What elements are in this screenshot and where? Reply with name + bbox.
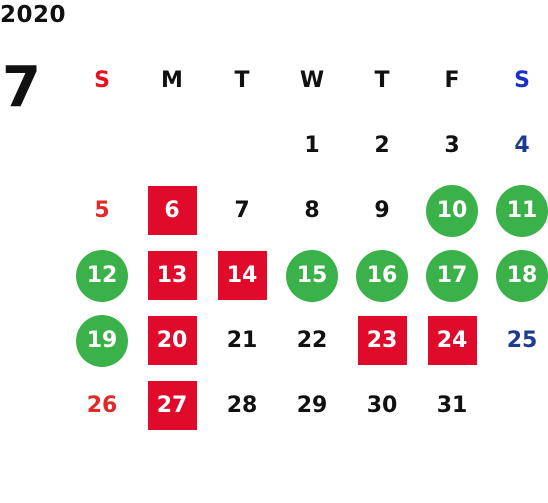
day-cell: 25 [506,328,538,353]
day-cell: 8 [304,198,320,223]
weekday-tuesday: T [234,67,250,93]
week-row: 1 2 3 4 [67,113,548,178]
event-day-marker: 16 [356,249,408,302]
holiday-day-marker: 13 [147,251,197,300]
month-number: 7 [2,55,41,120]
holiday-day-marker: 24 [427,316,477,365]
day-cell: 30 [366,393,398,418]
holiday-day-marker: 6 [147,186,197,235]
day-cell: 2 [374,133,390,158]
calendar-grid: S M T W T F S 1 2 3 4 5 6 7 8 9 10 11 [67,47,548,438]
day-cell: 4 [514,133,530,158]
event-day-marker: 19 [76,314,128,367]
day-cell: 29 [296,393,328,418]
day-cell: 31 [436,393,468,418]
day-cell: 22 [296,328,328,353]
day-cell: 7 [234,198,250,223]
event-day-marker: 18 [496,249,548,302]
holiday-day-marker: 27 [147,381,197,430]
week-row: 5 6 7 8 9 10 11 [67,178,548,243]
event-day-marker: 10 [426,184,478,237]
week-row: 26 27 28 29 30 31 [67,373,548,438]
weekday-header-row: S M T W T F S [67,47,548,113]
week-row: 12 13 14 15 16 17 18 [67,243,548,308]
weekday-monday: M [161,67,183,93]
event-day-marker: 15 [286,249,338,302]
week-row: 19 20 21 22 23 24 25 [67,308,548,373]
day-cell: 26 [86,393,118,418]
holiday-day-marker: 20 [147,316,197,365]
event-day-marker: 17 [426,249,478,302]
weekday-wednesday: W [299,67,325,93]
day-cell: 5 [94,198,110,223]
holiday-day-marker: 23 [357,316,407,365]
day-cell: 28 [226,393,258,418]
day-cell: 1 [304,133,320,158]
year-label: 2020 [0,2,67,28]
event-day-marker: 12 [76,249,128,302]
weekday-thursday: T [374,67,390,93]
weekday-friday: F [444,67,460,93]
day-cell: 21 [226,328,258,353]
day-cell: 9 [374,198,390,223]
holiday-day-marker: 14 [217,251,267,300]
weekday-saturday: S [514,67,530,93]
day-cell: 3 [444,133,460,158]
event-day-marker: 11 [496,184,548,237]
weekday-sunday: S [94,67,110,93]
